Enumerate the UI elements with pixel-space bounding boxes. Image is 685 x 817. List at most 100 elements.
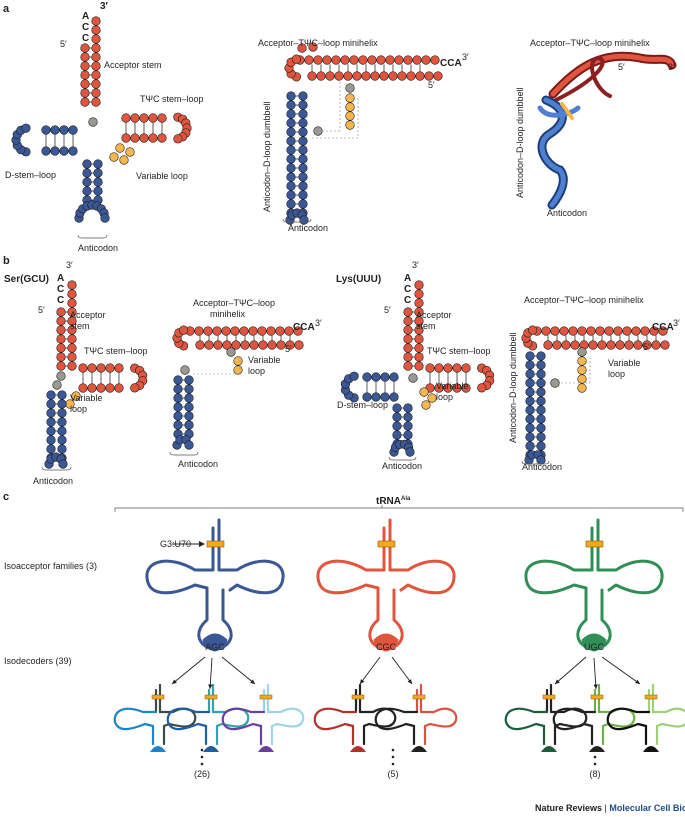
nucleotide — [286, 190, 296, 200]
nucleotide — [226, 347, 236, 357]
nucleotide — [71, 391, 81, 401]
g3u70-clamp — [542, 694, 556, 700]
nucleotide — [67, 361, 77, 371]
nucleotide — [651, 340, 661, 350]
anticodon-arm — [197, 586, 233, 652]
c-isodecoder-ugc-2 — [552, 683, 636, 752]
continuation-dot — [200, 762, 204, 766]
c-family-ugc-trna — [524, 518, 664, 652]
nucleotide — [93, 177, 103, 187]
nucleotide — [452, 363, 462, 373]
nucleotide — [41, 146, 51, 156]
nucleotide — [660, 340, 670, 350]
b-ser-5prime: 5′ — [38, 305, 45, 315]
nucleotide — [46, 408, 56, 418]
nucleotide — [316, 71, 326, 81]
nucleotide — [322, 55, 332, 65]
nucleotide — [239, 326, 249, 336]
d-arm — [166, 707, 211, 731]
nucleotide — [157, 113, 167, 123]
isodecoder-arrow — [601, 656, 641, 685]
c-fam2-anticodon: CGC — [376, 642, 397, 652]
b-lys-l-loop: loop — [608, 369, 625, 379]
b-ser-A: A — [57, 273, 64, 284]
nucleotide — [286, 154, 296, 164]
nucleotide — [334, 71, 344, 81]
nucleotide — [195, 340, 205, 350]
nucleotide — [298, 136, 308, 146]
journal-section: Molecular Cell Biology — [609, 803, 685, 813]
a-cl-tpsic-label: TΨC stem–loop — [140, 94, 204, 104]
nucleotide — [57, 399, 67, 409]
b-lys-dstem: D-stem–loop — [337, 400, 388, 410]
nucleotide — [604, 326, 614, 336]
c-fam1-count: (26) — [194, 769, 210, 779]
ribbon-d-loop — [537, 105, 581, 118]
nucleotide — [649, 326, 659, 336]
nucleotide — [421, 55, 431, 65]
nucleotide — [367, 55, 377, 65]
nucleotide — [130, 383, 140, 393]
b-lys-name: Lys(UUU) — [336, 274, 381, 285]
nucleotide — [536, 360, 546, 370]
nucleotide — [352, 71, 362, 81]
b-lys-l-dumbbell: Anticodon–D-loop dumbbell — [508, 332, 518, 443]
b-ser-name: Ser(GCU) — [4, 274, 49, 285]
b-lys-l-minihelix: Acceptor–TΨC–loop minihelix — [524, 295, 644, 305]
nucleotide — [406, 71, 416, 81]
t-arm — [597, 707, 636, 728]
nucleotide — [286, 91, 296, 101]
nucleotide — [528, 325, 538, 335]
nucleotide — [130, 113, 140, 123]
nucleotide — [57, 417, 67, 427]
nucleotide — [370, 71, 380, 81]
a-cl-dstem-label: D-stem–loop — [5, 170, 56, 180]
nucleotide — [46, 426, 56, 436]
nucleotide — [379, 71, 389, 81]
nucleotide — [308, 42, 318, 52]
nucleotide — [380, 372, 390, 382]
g3u70-clamp — [204, 694, 218, 700]
nucleotide — [56, 343, 66, 353]
nucleotide — [325, 71, 335, 81]
nucleotide — [349, 55, 359, 65]
nucleotide — [184, 393, 194, 403]
a-l-3prime: 3′ — [462, 52, 469, 62]
a-r-dumbbell-label: Anticodon–D-loop dumbbell — [515, 87, 525, 198]
b-lys-C2: C — [404, 295, 411, 306]
nucleotide — [56, 352, 66, 362]
nucleotide — [286, 163, 296, 173]
nucleotide — [286, 172, 296, 182]
nucleotide — [405, 447, 415, 457]
nucleotide — [80, 61, 90, 71]
nucleotide — [414, 352, 424, 362]
ribbon-tpsic-loop — [554, 55, 612, 102]
d-arm — [504, 707, 549, 731]
nucleotide — [56, 316, 66, 326]
nucleotide — [408, 373, 418, 383]
panel-b-label: b — [3, 255, 10, 267]
nucleotide — [114, 383, 124, 393]
anticodon-arm — [576, 586, 612, 652]
g3u70-clamp — [351, 694, 365, 700]
continuation-dot — [593, 762, 597, 766]
b-lys-5prime: 5′ — [384, 305, 391, 315]
nucleotide — [46, 390, 56, 400]
b-ser-l-variable: Variable — [248, 355, 280, 365]
nucleotide — [525, 441, 535, 451]
nucleotide — [257, 326, 267, 336]
nucleotide — [91, 43, 101, 53]
a-cl-C2: C — [82, 33, 89, 44]
b-lys-l-5prime: 5′ — [643, 342, 650, 352]
b-ser-anticodon-brace — [41, 466, 72, 471]
nucleotide — [59, 146, 69, 156]
nucleotide — [552, 340, 562, 350]
nucleotide — [121, 113, 131, 123]
nucleotide — [298, 100, 308, 110]
nucleotide — [362, 372, 372, 382]
nucleotide — [345, 83, 355, 93]
b-ser-l-3prime: 3′ — [315, 318, 322, 328]
panel-a-label: a — [3, 3, 10, 15]
c-isodecoders-label: Isodecoders (39) — [4, 656, 72, 666]
